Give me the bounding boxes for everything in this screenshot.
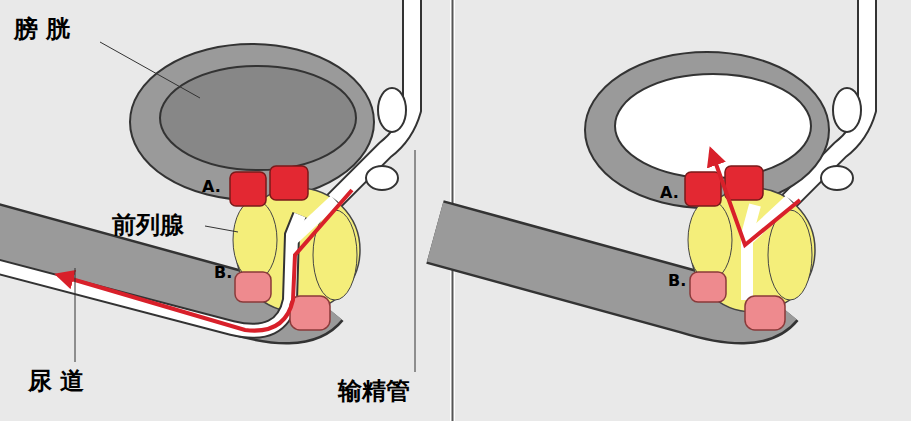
part-label: 前列腺 bbox=[112, 212, 184, 238]
part-label: 输精管 bbox=[338, 378, 410, 404]
right-panel bbox=[435, 0, 867, 330]
callout-letter: A. bbox=[660, 184, 679, 202]
part-label: 膀 胱 bbox=[14, 16, 70, 42]
part-label: 尿 道 bbox=[28, 368, 84, 394]
callout-letter: B. bbox=[214, 264, 232, 282]
left-panel bbox=[0, 0, 415, 372]
callout-letter: A. bbox=[202, 178, 221, 196]
callout-letter: B. bbox=[668, 272, 686, 290]
